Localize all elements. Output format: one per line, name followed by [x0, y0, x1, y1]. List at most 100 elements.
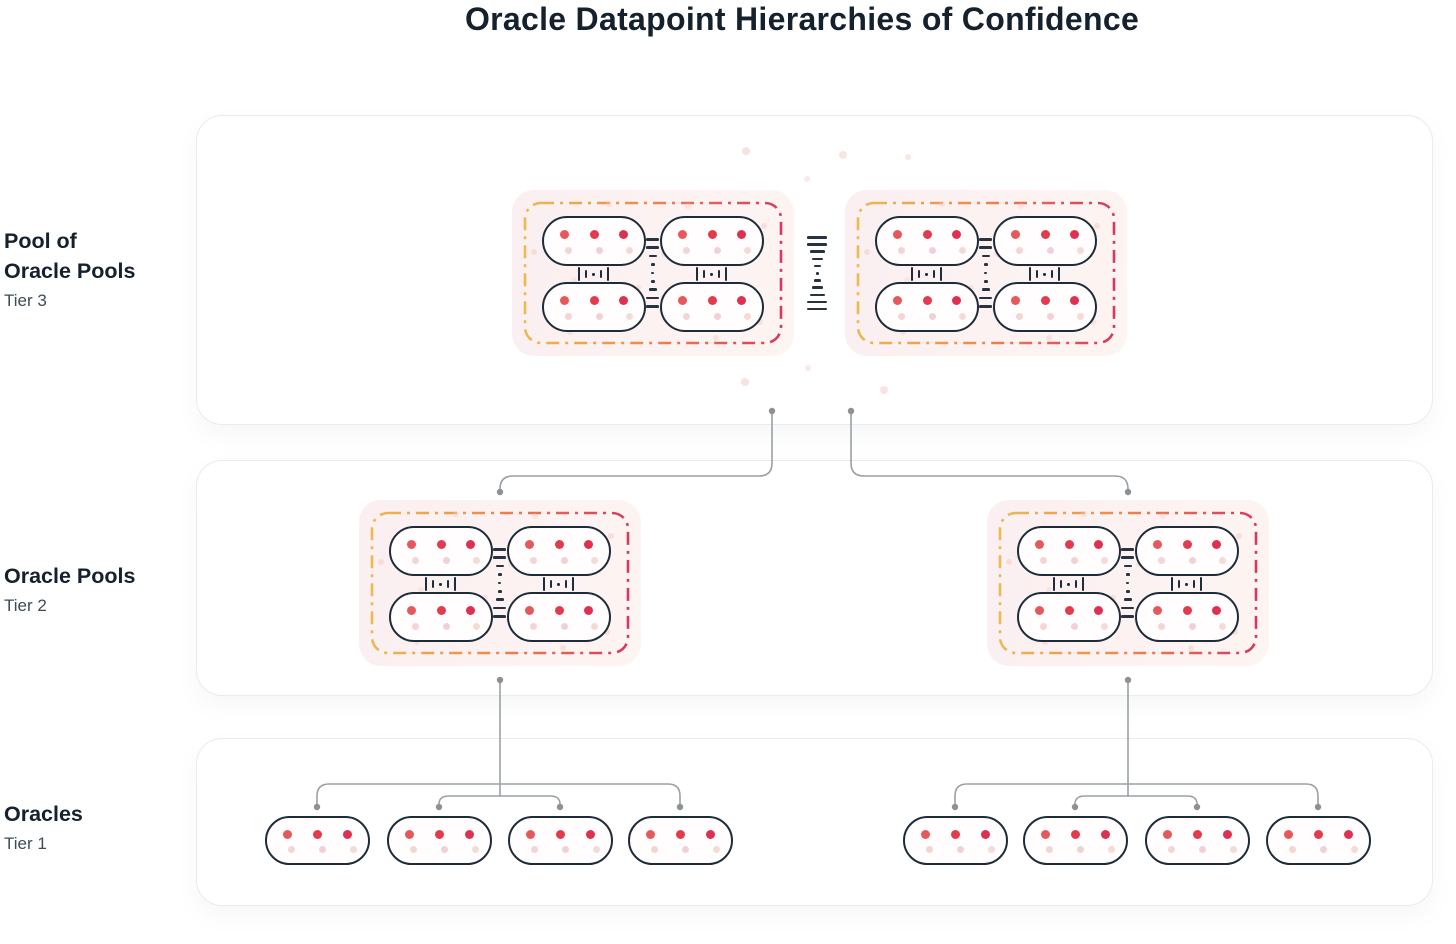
confidence-dot: [1182, 540, 1192, 549]
faded-dot-row: [287, 846, 357, 853]
divider-dash: [983, 279, 988, 283]
tier1-tier-text: Tier 1: [4, 834, 47, 853]
faded-confidence-dot: [626, 313, 633, 320]
confidence-dot: [675, 830, 685, 839]
confidence-dot: [678, 296, 687, 305]
faded-dot-row: [530, 846, 600, 853]
confidence-dot: [1064, 606, 1074, 615]
ruler-mark: [1057, 267, 1060, 281]
oracle-pill: [993, 216, 1097, 266]
faded-confidence-dot: [1040, 557, 1047, 564]
oracle-pill: [1135, 526, 1239, 576]
divider-dash: [646, 296, 659, 300]
faded-confidence-dot: [744, 247, 751, 254]
faded-confidence-dot: [744, 313, 751, 320]
ruler-mark: [425, 577, 428, 591]
faded-confidence-dot: [440, 846, 448, 853]
ruler-mark: [432, 580, 435, 588]
active-dot-row: [1011, 296, 1079, 305]
faded-confidence-dot: [1167, 846, 1175, 853]
confidence-dot: [980, 830, 990, 839]
confidence-dot: [737, 230, 746, 239]
ruler-mark: [1029, 267, 1032, 281]
faded-confidence-dot: [1045, 846, 1053, 853]
tier1-label: Oracles Tier 1: [4, 799, 83, 854]
ruler-mark: [1074, 580, 1077, 588]
pool-dashed-border: [370, 511, 630, 655]
faded-confidence-dot: [565, 247, 572, 254]
divider-dash: [807, 307, 827, 311]
oracle-pill: [1022, 816, 1128, 865]
ruler-mark: [911, 267, 914, 281]
sparkle-dot: [712, 334, 720, 342]
divider-dash: [813, 264, 821, 268]
sparkle-dot: [1235, 532, 1243, 540]
faded-confidence-dot: [409, 846, 417, 853]
faded-dot-row: [898, 313, 966, 320]
active-dot-row: [525, 606, 593, 615]
active-dot-row: [1153, 540, 1221, 549]
divider-dash: [1125, 589, 1130, 593]
sparkle-dot: [938, 200, 946, 208]
sparkle-dot: [1017, 202, 1025, 210]
confidence-dot: [737, 296, 746, 305]
confidence-dot: [893, 230, 902, 239]
ruler-mark: [571, 577, 574, 591]
divider-dash: [979, 296, 992, 300]
oracle-pill: [507, 816, 613, 865]
oracle-pill: [507, 592, 611, 642]
ruler-mark: [543, 577, 546, 591]
faded-confidence-dot: [530, 846, 538, 853]
faded-confidence-dot: [592, 846, 600, 853]
sparkle-dot: [1045, 334, 1053, 342]
confidence-dot: [589, 230, 599, 239]
confidence-dot: [893, 296, 902, 305]
faded-confidence-dot: [287, 846, 295, 853]
faded-confidence-dot: [560, 623, 568, 630]
faded-confidence-dot: [471, 846, 479, 853]
divider-dash: [811, 286, 823, 289]
active-dot-row: [404, 830, 474, 839]
faded-confidence-dot: [1219, 623, 1226, 630]
confidence-dot: [466, 606, 475, 615]
confidence-dot: [1035, 540, 1044, 549]
faded-confidence-dot: [1188, 623, 1196, 630]
vertical-dash-divider-icon: [1121, 548, 1134, 618]
confidence-dot: [950, 830, 960, 839]
confidence-dot: [1011, 296, 1020, 305]
divider-dash: [646, 238, 659, 241]
faded-confidence-dot: [349, 846, 357, 853]
oracle-pill: [875, 216, 979, 266]
faded-confidence-dot: [1077, 313, 1084, 320]
faded-confidence-dot: [956, 846, 964, 853]
faded-dot-row: [1158, 557, 1226, 564]
confidence-dot: [525, 540, 534, 549]
faded-dot-row: [1288, 846, 1358, 853]
confidence-dot: [407, 540, 416, 549]
confidence-dot: [920, 830, 930, 839]
ruler-mark: [1081, 577, 1084, 591]
faded-confidence-dot: [442, 557, 450, 564]
faded-dot-row: [1040, 557, 1108, 564]
confidence-dot: [554, 606, 564, 615]
confidence-dot: [707, 230, 717, 239]
faded-confidence-dot: [442, 623, 450, 630]
divider-dash: [493, 548, 506, 551]
divider-dash: [495, 564, 504, 568]
panel-tier3: [196, 115, 1433, 425]
divider-dash: [497, 589, 502, 593]
active-dot-row: [645, 830, 715, 839]
confidence-dot: [707, 296, 717, 305]
divider-dash: [981, 288, 990, 291]
sparkle-dot: [1231, 628, 1239, 636]
confidence-dot: [1153, 540, 1162, 549]
sparkle-dot: [903, 276, 911, 284]
confidence-dot: [1035, 606, 1044, 615]
oracle-pill: [902, 816, 1008, 865]
faded-dot-row: [1016, 313, 1084, 320]
hourglass-dash-divider-icon: [807, 236, 827, 311]
confidence-dot: [1222, 830, 1232, 839]
divider-dash: [650, 263, 655, 266]
confidence-dot: [434, 830, 444, 839]
active-dot-row: [678, 230, 746, 239]
